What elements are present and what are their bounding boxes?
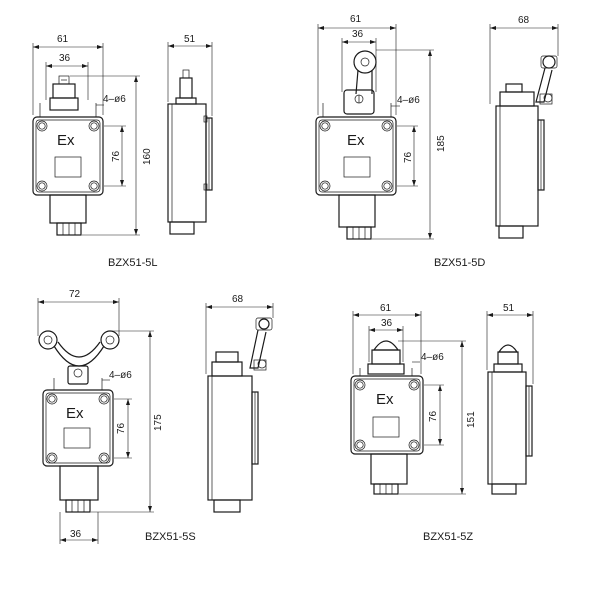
width-dimension: 61 — [380, 303, 392, 314]
drawing-bzx51-5l: Ex 61 36 4–ø6 76 160 — [32, 34, 213, 269]
ex-mark: Ex — [347, 132, 365, 149]
side-dimension-lines — [489, 24, 559, 104]
height-dimension: 185 — [436, 135, 447, 152]
ex-mark: Ex — [66, 405, 84, 422]
ex-mark: Ex — [57, 132, 75, 149]
mount-dimension: 76 — [428, 410, 439, 422]
bottom-dimension: 36 — [70, 529, 82, 540]
center-dimension: 36 — [381, 318, 393, 329]
height-dimension: 151 — [466, 411, 477, 428]
width-dimension: 61 — [57, 34, 69, 45]
side-width-dimension: 51 — [184, 34, 196, 45]
dimension-lines — [37, 298, 154, 544]
drawing-bzx51-5d: Ex 61 36 4–ø6 76 185 — [315, 14, 559, 269]
holes-callout: 4–ø6 — [397, 95, 420, 106]
center-dimension: 36 — [352, 29, 364, 40]
drawing-bzx51-5s: Ex 72 4–ø6 76 175 36 — [37, 289, 274, 544]
side-dimension-lines — [486, 311, 534, 384]
holes-callout: 4–ø6 — [421, 352, 444, 363]
side-view — [167, 69, 213, 235]
front-view: Ex — [38, 330, 120, 513]
side-dimension-lines — [167, 42, 213, 116]
height-dimension: 175 — [153, 414, 164, 431]
mount-dimension: 76 — [403, 151, 414, 163]
side-width-dimension: 68 — [518, 15, 530, 26]
center-dimension: 36 — [59, 53, 71, 64]
mount-dimension: 76 — [111, 150, 122, 162]
holes-callout: 4–ø6 — [109, 370, 132, 381]
holes-callout: 4–ø6 — [103, 94, 126, 105]
side-view — [495, 55, 558, 239]
drawing-bzx51-5z: Ex 61 36 4–ø6 76 151 — [350, 303, 534, 543]
model-label: BZX51-5S — [145, 531, 196, 543]
mount-dimension: 76 — [116, 422, 127, 434]
front-view: Ex — [350, 340, 424, 495]
dimension-lines — [352, 311, 466, 495]
side-view — [207, 317, 273, 513]
side-width-dimension: 51 — [503, 303, 515, 314]
height-dimension: 160 — [142, 148, 153, 165]
width-dimension: 61 — [350, 14, 362, 25]
width-dimension: 72 — [69, 289, 81, 300]
dimension-lines — [317, 24, 434, 240]
side-width-dimension: 68 — [232, 294, 244, 305]
front-view: Ex — [315, 50, 397, 240]
dimension-lines — [32, 43, 140, 236]
side-view — [487, 344, 533, 495]
model-label: BZX51-5Z — [423, 531, 473, 543]
model-label: BZX51-5L — [108, 257, 158, 269]
model-label: BZX51-5D — [434, 257, 485, 269]
side-dimension-lines — [205, 303, 274, 374]
front-view: Ex — [32, 75, 104, 236]
ex-mark: Ex — [376, 391, 394, 408]
